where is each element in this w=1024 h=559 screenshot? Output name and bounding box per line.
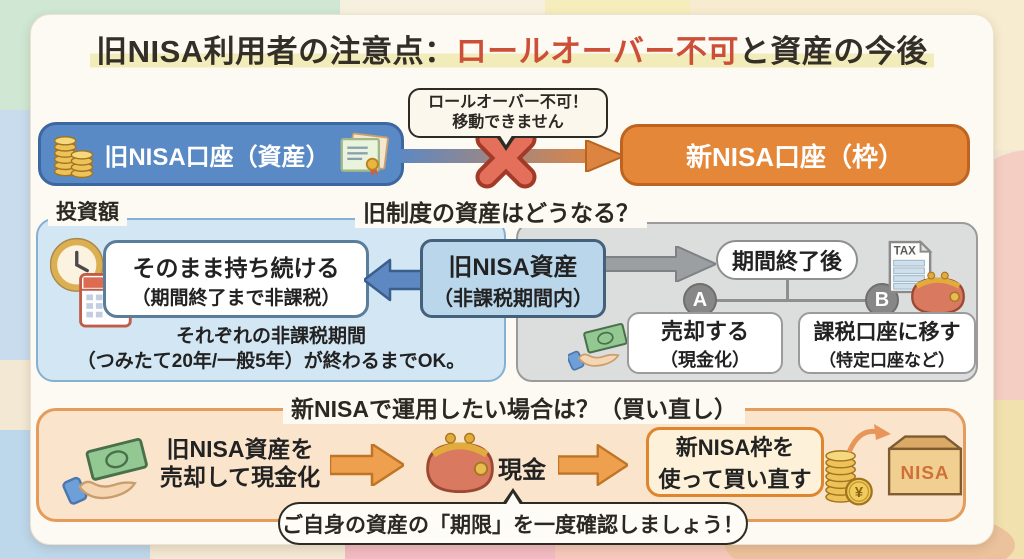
title-suffix: と資産の今後 bbox=[738, 34, 928, 69]
footer-pointer-fill bbox=[505, 493, 521, 506]
new-account-label: 新NISA口座（枠） bbox=[685, 141, 905, 172]
coin-stack-icon bbox=[54, 136, 94, 179]
keep-holding-line1: そのまま持ち続ける bbox=[132, 254, 340, 281]
option-a-box: 売却する （現金化） bbox=[627, 312, 783, 374]
keep-note: それぞれの非課税期間 （つみたて20年/一般5年）が終わるまでOK。 bbox=[40, 325, 502, 374]
asset-box-line1: 旧NISA資産 bbox=[448, 253, 578, 281]
asset-box-line2: （非課税期間内） bbox=[433, 287, 593, 310]
bottom-section-heading: 新NISAで運用したい場合は？（買い直し） bbox=[283, 390, 745, 424]
rebuy-line2: 使って買い直す bbox=[658, 467, 812, 492]
rebuy-arrow1-icon bbox=[330, 444, 404, 486]
money-hand-icon bbox=[568, 322, 628, 371]
money-hand-icon bbox=[62, 437, 148, 505]
after-period-arrow-icon bbox=[604, 246, 716, 282]
page-title: 旧NISA利用者の注意点：ロールオーバー不可と資産の今後 bbox=[0, 26, 1024, 71]
investment-amount-label: 投資額 bbox=[48, 196, 127, 226]
rebuy-step1-text: 旧NISA資産を 売却して現金化 bbox=[156, 436, 324, 491]
tax-document-icon: TAX bbox=[888, 239, 933, 294]
purse-icon bbox=[426, 432, 494, 494]
keep-note-line2: （つみたて20年/一般5年）が終わるまでOK。 bbox=[76, 350, 466, 372]
certificate-icon bbox=[340, 132, 389, 177]
old-nisa-account-box: 旧NISA口座（資産） bbox=[38, 122, 404, 186]
rebuy-line1: 新NISA枠を bbox=[675, 435, 795, 460]
rollover-callout-bubble: ロールオーバー不可！ 移動できません bbox=[408, 88, 608, 151]
after-period-box: 期間終了後 bbox=[716, 240, 858, 280]
connector-horizontal bbox=[700, 299, 884, 302]
option-a-line1: 売却する bbox=[660, 319, 749, 344]
rebuy-arrow2-icon bbox=[558, 444, 628, 486]
step1-line1: 旧NISA資産を bbox=[166, 436, 314, 462]
option-b-box: 課税口座に移す （特定口座など） bbox=[798, 312, 976, 374]
nisa-box-icon: NISA bbox=[887, 435, 963, 496]
cross-icon bbox=[475, 127, 537, 189]
keep-holding-line2: （期間終了まで非課税） bbox=[131, 287, 341, 309]
keep-arrow-icon bbox=[364, 258, 422, 302]
rebuy-box: 新NISA枠を 使って買い直す bbox=[646, 427, 824, 497]
option-a-line2: （現金化） bbox=[660, 350, 750, 370]
old-nisa-asset-box: 旧NISA資産 （非課税期間内） bbox=[420, 239, 606, 318]
curved-arrow-icon bbox=[847, 424, 891, 453]
callout-pointer-fill bbox=[499, 134, 513, 145]
new-nisa-account-box: 新NISA口座（枠） bbox=[620, 124, 970, 186]
option-b-line1: 課税口座に移す bbox=[813, 320, 961, 344]
middle-section-heading: 旧制度の資産はどうなる？ bbox=[355, 194, 647, 228]
footer-callout-bubble: ご自身の資産の「期限」を一度確認しましょう！ bbox=[278, 488, 748, 545]
step1-line2: 売却して現金化 bbox=[159, 463, 321, 490]
title-prefix: 旧NISA利用者の注意点： bbox=[96, 34, 456, 69]
purse-icon bbox=[911, 271, 965, 315]
connector-vertical bbox=[786, 280, 789, 301]
yen-text: ¥ bbox=[855, 485, 864, 501]
option-b-line2: （特定口座など） bbox=[819, 350, 955, 370]
footer-callout-text: ご自身の資産の「期限」を一度確認しましょう！ bbox=[282, 513, 744, 537]
cash-label: 現金 bbox=[498, 457, 546, 484]
after-period-label: 期間終了後 bbox=[731, 249, 842, 274]
callout-line2: 移動できません bbox=[452, 114, 564, 131]
tax-text: TAX bbox=[894, 246, 916, 258]
nisa-text: NISA bbox=[901, 463, 950, 484]
title-highlight: ロールオーバー不可 bbox=[455, 34, 739, 69]
callout-line1: ロールオーバー不可！ bbox=[428, 94, 588, 111]
keep-note-line1: それぞれの非課税期間 bbox=[175, 326, 366, 347]
old-account-label: 旧NISA口座（資産） bbox=[104, 143, 330, 171]
keep-holding-box: そのまま持ち続ける （期間終了まで非課税） bbox=[103, 240, 369, 318]
coins-yen-icon: ¥ bbox=[825, 450, 873, 506]
